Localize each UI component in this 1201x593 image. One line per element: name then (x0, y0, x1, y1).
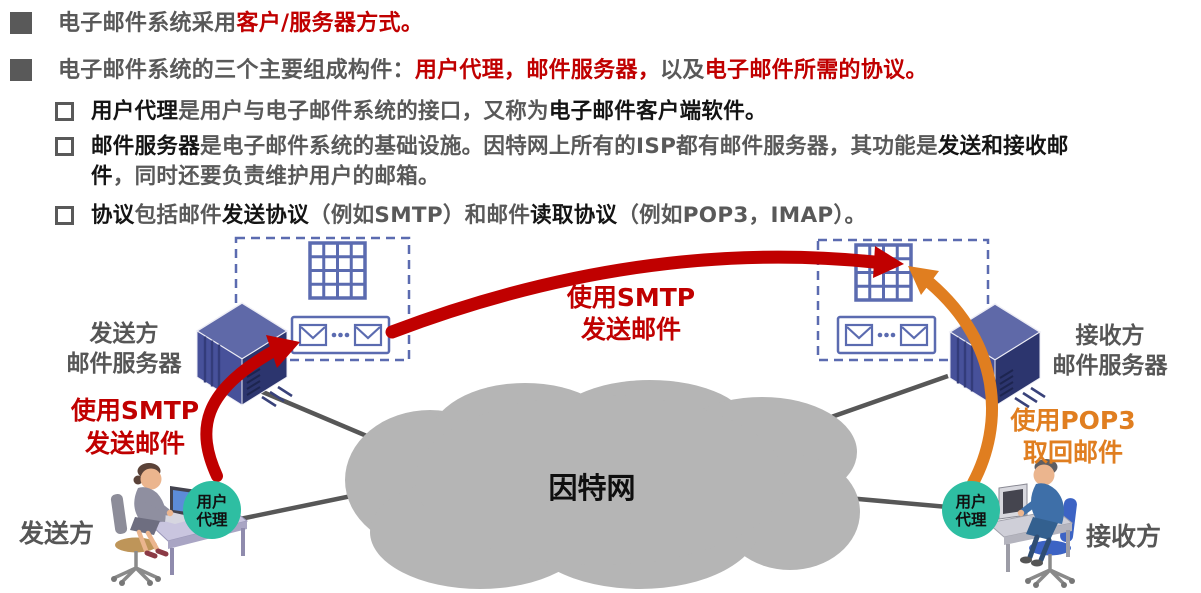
user-agent-text: 代理 (195, 510, 228, 529)
smtp-transfer-arrow (385, 246, 904, 339)
sender-user-agent-badge: 用户 代理 (183, 481, 241, 539)
bullet-item-3: 用户代理是用户与电子邮件系统的接口，又称为电子邮件客户端软件。 (0, 97, 1201, 127)
bullet-item-1: 电子邮件系统采用客户/服务器方式。 (0, 9, 1201, 39)
bullet-segment: 是用户与电子邮件系统的接口，又称为 (178, 99, 549, 124)
bullet-list: 电子邮件系统采用客户/服务器方式。 电子邮件系统的三个主要组成构件：用户代理，邮… (0, 0, 1201, 231)
pop3-retrieve-label: 取回邮件 (1023, 438, 1123, 467)
user-agent-text: 用户 (955, 492, 986, 511)
bullet-item-4: 邮件服务器是电子邮件系统的基础设施。因特网上所有的ISP都有邮件服务器，其功能是… (0, 132, 1201, 192)
bullet-text: 电子邮件系统采用客户/服务器方式。 (58, 9, 423, 39)
bullet-segment: 客户/服务器方式。 (236, 11, 424, 36)
smtp-send-label-center: 发送邮件 (580, 315, 681, 344)
internet-cloud (345, 380, 860, 589)
bullet-text: 邮件服务器是电子邮件系统的基础设施。因特网上所有的ISP都有邮件服务器，其功能是… (91, 132, 1096, 192)
bullet-segment: 读取协议 (530, 203, 618, 228)
bullet-segment: 协议 (91, 203, 135, 228)
bullet-segment: 发送和接收邮件 (91, 134, 1069, 189)
receiver-mailbox-dashed-box (816, 238, 990, 362)
smtp-send-label-left: 使用SMTP (70, 396, 199, 425)
receiver-server-label: 邮件服务器 (1053, 353, 1169, 379)
bullet-text: 协议包括邮件发送协议（例如SMTP）和邮件读取协议（例如POP3，IMAP）。 (91, 201, 1096, 231)
sender-label: 发送方 (18, 519, 94, 548)
filled-square-bullet-icon (10, 59, 32, 81)
sender-mailbox-dashed-box (234, 236, 411, 362)
pop3-retrieve-arrow (908, 266, 998, 489)
bullet-item-2: 电子邮件系统的三个主要组成构件：用户代理，邮件服务器，以及电子邮件所需的协议。 (0, 56, 1201, 86)
bullet-segment: 电子邮件系统采用 (58, 11, 237, 36)
pop3-retrieve-label: 使用POP3 (1009, 406, 1135, 435)
bullet-segment: （例如POP3，IMAP）。 (617, 203, 867, 228)
sender-mail-queue-icon (292, 317, 389, 353)
bullet-segment: 电子邮件所需的协议。 (704, 58, 928, 83)
bullet-text: 用户代理是用户与电子邮件系统的接口，又称为电子邮件客户端软件。 (91, 97, 1096, 127)
smtp-send-label-center: 使用SMTP (566, 283, 695, 312)
sender-mailbox-grid-icon (308, 241, 367, 300)
bullet-segment: ，同时还要负责维护用户的邮箱。 (112, 164, 440, 189)
filled-square-bullet-icon (10, 12, 32, 34)
user-agent-text: 代理 (954, 510, 987, 529)
bullet-segment: 用户代理 (91, 99, 179, 124)
receiver-server-label: 接收方 (1076, 322, 1145, 349)
receiver-mail-queue-icon (838, 317, 935, 353)
bullet-item-5: 协议包括邮件发送协议（例如SMTP）和邮件读取协议（例如POP3，IMAP）。 (0, 201, 1201, 231)
receiver-person-illustration (986, 459, 1077, 588)
smtp-send-label-left: 发送邮件 (84, 429, 185, 458)
bullet-text: 电子邮件系统的三个主要组成构件：用户代理，邮件服务器，以及电子邮件所需的协议。 (58, 56, 928, 86)
bullet-segment: 发送协议 (221, 203, 310, 228)
bullet-segment: 用户代理，邮件服务器， (414, 58, 661, 83)
sender-server-label: 邮件服务器 (67, 351, 183, 377)
receiver-user-agent-badge: 用户 代理 (942, 481, 1000, 539)
bullet-segment: 邮件服务器 (91, 134, 201, 159)
bullet-segment: 电子邮件客户端软件。 (548, 99, 767, 124)
internet-label: 因特网 (548, 471, 635, 505)
bullet-segment: 是电子邮件系统的基础设施。因特网上所有的ISP都有邮件服务器，其功能是 (200, 134, 938, 159)
bullet-segment: （例如SMTP）和邮件 (309, 203, 531, 228)
bullet-segment: 电子邮件系统的三个主要组成构件： (58, 58, 415, 83)
hollow-square-bullet-icon (55, 206, 74, 225)
sender-server-label: 发送方 (89, 320, 159, 347)
receiver-label: 接收方 (1086, 522, 1161, 551)
bullet-segment: 以及 (660, 58, 705, 83)
hollow-square-bullet-icon (55, 102, 74, 121)
hollow-square-bullet-icon (55, 137, 74, 156)
user-agent-text: 用户 (196, 492, 227, 511)
bullet-segment: 包括邮件 (134, 203, 222, 228)
smtp-upload-arrow (200, 335, 300, 482)
